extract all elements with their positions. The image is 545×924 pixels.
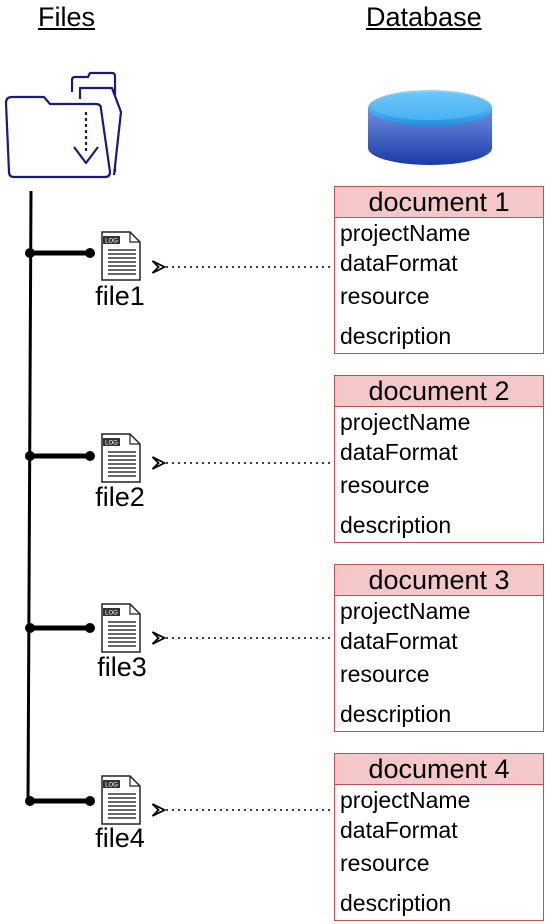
document-field: dataFormat [340,817,458,843]
branch-node [85,248,95,258]
database-heading: Database [366,2,482,32]
document-field: description [340,323,452,349]
svg-text:LOG: LOG [105,441,118,447]
branch-node [25,796,35,806]
branch-node [25,451,35,461]
svg-text:LOG: LOG [105,239,118,245]
file-label-3: file3 [97,652,147,682]
document-field: resource [340,472,430,498]
document-field: dataFormat [340,250,458,276]
document-title: document 3 [335,565,543,596]
document-title: document 4 [335,754,543,785]
file-label-1: file1 [95,281,145,311]
file-label-4: file4 [95,823,145,853]
document-title: document 1 [335,187,543,218]
file-row-1: LOG [25,231,330,281]
document-field: dataFormat [340,628,458,654]
document-field: projectName [340,598,471,624]
log-file-icon: LOG [101,603,141,653]
log-file-icon: LOG [101,433,141,483]
branch-node [85,796,95,806]
svg-text:LOG: LOG [105,611,118,617]
document-field: resource [340,661,430,687]
branch-node [85,623,95,633]
svg-text:LOG: LOG [105,783,118,789]
files-heading: Files [38,2,96,32]
document-field: resource [340,850,430,876]
timeline-line [26,190,33,802]
folder-icon [4,71,123,179]
branch-node [25,623,35,633]
log-file-icon: LOG [101,231,141,281]
document-field: dataFormat [340,439,458,465]
database-icon [368,90,492,165]
document-field: description [340,890,452,916]
branch-node [85,451,95,461]
document-field: projectName [340,787,471,813]
document-field: projectName [340,220,471,246]
log-file-icon: LOG [101,775,141,825]
file-row-3: LOG [25,603,330,653]
document-field: description [340,701,452,727]
file-label-2: file2 [95,482,145,512]
document-field: resource [340,283,430,309]
document-title: document 2 [335,376,543,407]
file-row-2: LOG [25,433,330,483]
branch-node [25,248,35,258]
document-field: projectName [340,409,471,435]
file-row-4: LOG [25,775,330,825]
document-field: description [340,512,452,538]
